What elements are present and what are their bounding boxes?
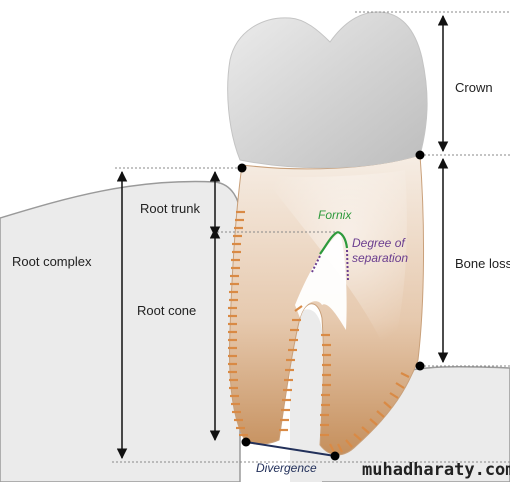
root-complex-label: Root complex	[12, 254, 92, 269]
degree-of-separation-label-line1: Degree of	[352, 236, 406, 250]
fornix-line	[319, 230, 339, 255]
root-trunk-label: Root trunk	[140, 201, 200, 216]
watermark: muhadharaty.com	[362, 460, 510, 480]
divergence-line	[245, 441, 336, 457]
divergence-label: Divergence	[256, 461, 317, 475]
ligament-hatches-furcation-right	[320, 333, 331, 437]
crown-label: Crown	[455, 80, 493, 95]
measurement-arrows	[116, 14, 449, 460]
ligament-hatches-left	[228, 210, 248, 437]
interradicular-space	[295, 232, 347, 330]
bone-loss-label: Bone loss	[455, 256, 510, 271]
ligament-hatches-bottom	[329, 372, 410, 453]
separation-line-right	[346, 249, 349, 283]
fornix-line-right	[337, 230, 349, 249]
separation-line-left	[311, 255, 321, 273]
furcation-bone	[290, 309, 322, 482]
ligament-hatches-furcation-left	[279, 305, 303, 432]
reference-lines	[112, 11, 510, 463]
tooth-crown	[227, 11, 428, 169]
root-cone-label: Root cone	[137, 303, 196, 318]
alveolar-bone	[0, 180, 241, 482]
marker-dots	[237, 150, 425, 461]
fornix-label: Fornix	[318, 208, 352, 222]
degree-of-separation-label-line2: separation	[352, 251, 408, 265]
